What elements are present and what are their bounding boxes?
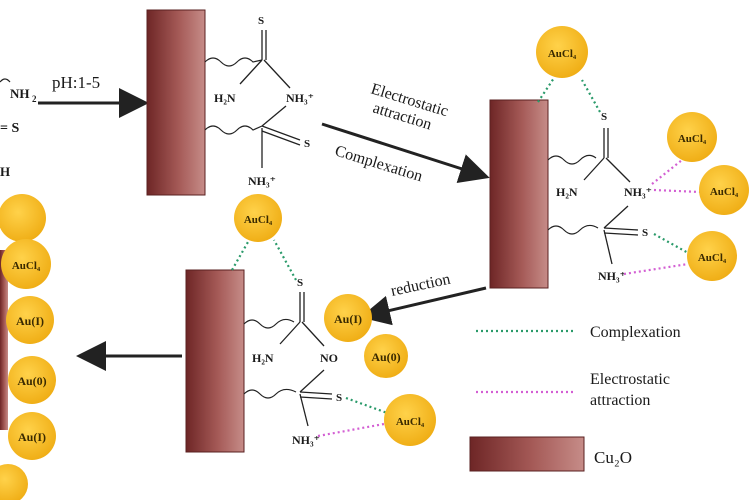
h-edge-label: H	[0, 164, 10, 179]
h2n-label: H₂N	[252, 351, 274, 365]
complexation-dots	[581, 79, 601, 113]
cu2o-bar	[146, 9, 206, 196]
wave-bond	[547, 154, 597, 165]
nh3-label: NH₃⁺	[624, 185, 652, 199]
aucl4-ball	[687, 231, 737, 281]
legend-cu2o-swatch	[469, 436, 585, 472]
au1-ball	[324, 294, 372, 342]
s-label: S	[601, 111, 607, 123]
cu2o-bar	[185, 269, 245, 453]
s-label: S	[642, 227, 648, 239]
left-edge-molecule: NH 2 = S H	[0, 78, 37, 179]
electrostatic-dots	[651, 151, 693, 185]
nh3-label: NH₃⁺	[292, 433, 320, 447]
au0-ball	[364, 334, 408, 378]
aucl4-label: AuCl₄	[678, 133, 707, 145]
nh3-label: NH₃⁺	[286, 91, 314, 105]
aucl4-ball	[0, 194, 46, 242]
cu2o-bar	[489, 99, 549, 289]
legend-electrostatic-label: Electrostatic	[590, 371, 670, 388]
s-edge-label: = S	[0, 121, 19, 136]
h2n-label: H₂N	[556, 185, 578, 199]
electrostatic-dots	[653, 188, 701, 194]
aucl4-ball	[1, 239, 51, 289]
legend-complexation-label: Complexation	[590, 324, 681, 341]
legend-attraction-label: attraction	[590, 392, 650, 409]
wave-bond	[204, 57, 263, 67]
wave-bond	[547, 224, 599, 235]
au1-ball	[6, 296, 54, 344]
au1-label: Au(I)	[334, 312, 362, 326]
complexation-dots	[537, 77, 555, 103]
wave-bond	[204, 125, 263, 135]
thiourea-right: S H₂N NH₃⁺ S NH₃⁺ AuCl₄ AuCl₄ AuCl₄ AuCl…	[536, 26, 749, 283]
aucl4-label: AuCl₄	[698, 252, 727, 264]
reduction-step: reduction	[360, 271, 487, 326]
au0-label: Au(0)	[17, 374, 46, 388]
ball-partial	[0, 464, 28, 500]
au1-label: Au(I)	[18, 430, 46, 444]
aucl4-label: AuCl₄	[12, 260, 41, 272]
thiourea-top: S H₂N NH₃⁺ S NH₃⁺	[204, 15, 314, 188]
s-label: S	[304, 138, 310, 150]
aucl4-label: AuCl₄	[396, 416, 425, 428]
electrostatic-dots	[623, 262, 689, 276]
legend: Complexation Electrostatic attraction Cu…	[469, 324, 681, 472]
wave-bond	[243, 318, 295, 329]
s-label: S	[297, 277, 303, 289]
left-column: AuCl₄ Au(I) Au(0) Au(I)	[0, 194, 56, 500]
reduction-label: reduction	[389, 271, 452, 300]
s-label: S	[336, 392, 342, 404]
reduction-arrow	[360, 286, 487, 326]
thiourea-middle: S H₂N NO S NH₃⁺ AuCl₄ Au(I) Au(0) AuCl₄	[231, 194, 436, 447]
au1-label: Au(I)	[16, 314, 44, 328]
wave-bond	[0, 78, 11, 83]
nh3-label: NH₃⁺	[598, 269, 626, 283]
au1-ball	[8, 412, 56, 460]
cu2o-bar-partial	[0, 250, 8, 430]
electrostatic-arrow	[321, 122, 490, 183]
au0-label: Au(0)	[371, 350, 400, 364]
complexation-dots	[345, 396, 391, 416]
cu2o-bar-right	[489, 99, 549, 289]
ph-step: pH:1-5	[38, 73, 149, 118]
cu2o-bar-middle	[185, 269, 245, 453]
nh2-subscript: 2	[32, 94, 37, 104]
aucl4-ball	[536, 26, 588, 78]
legend-cu2o-label: Cu₂O	[594, 448, 632, 467]
electrostatic-step: Electrostatic attraction Complexation	[321, 81, 490, 186]
nh3-label: NH₃⁺	[248, 174, 276, 188]
aucl4-label: AuCl₄	[710, 186, 739, 198]
wave-bond	[243, 388, 297, 399]
electrostatic-dots	[317, 422, 385, 438]
no-label: NO	[320, 351, 338, 365]
aucl4-ball	[234, 194, 282, 242]
h2n-label: H₂N	[214, 91, 236, 105]
aucl4-ball	[384, 394, 436, 446]
au0-ball	[8, 356, 56, 404]
aucl4-ball	[699, 165, 749, 215]
complexation-dots	[273, 239, 297, 281]
aucl4-label: AuCl₄	[548, 48, 577, 60]
complexation-dots	[653, 233, 691, 255]
complexation-dots	[231, 241, 249, 271]
cu2o-bar-top	[146, 9, 206, 196]
s-label: S	[258, 15, 264, 27]
ph-label: pH:1-5	[52, 73, 100, 92]
aucl4-label: AuCl₄	[244, 214, 273, 226]
aucl4-ball	[667, 112, 717, 162]
complexation-label: Complexation	[333, 143, 425, 186]
nh2-label: NH	[10, 86, 30, 101]
